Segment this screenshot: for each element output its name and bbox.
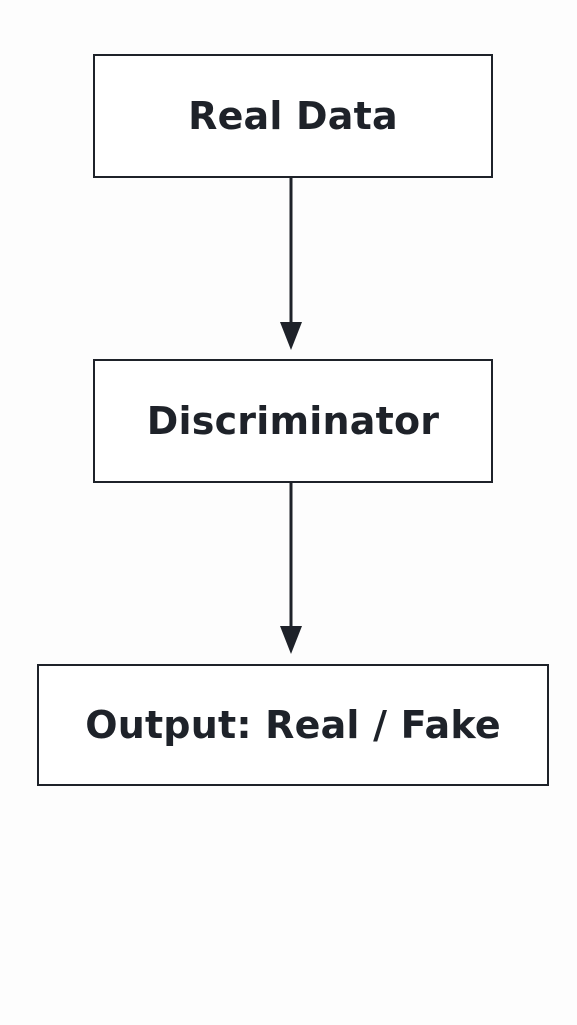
node-label: Output: Real / Fake <box>85 703 501 747</box>
node-label: Discriminator <box>146 399 440 443</box>
node-discriminator: Discriminator <box>93 359 493 483</box>
arrow-head-icon <box>280 322 302 350</box>
node-output: Output: Real / Fake <box>37 664 549 786</box>
node-real-data: Real Data <box>93 54 493 178</box>
arrow-head-icon <box>280 626 302 654</box>
edge-real-data-to-discriminator <box>280 178 302 350</box>
edge-discriminator-to-output <box>280 483 302 654</box>
node-label: Real Data <box>188 94 398 138</box>
